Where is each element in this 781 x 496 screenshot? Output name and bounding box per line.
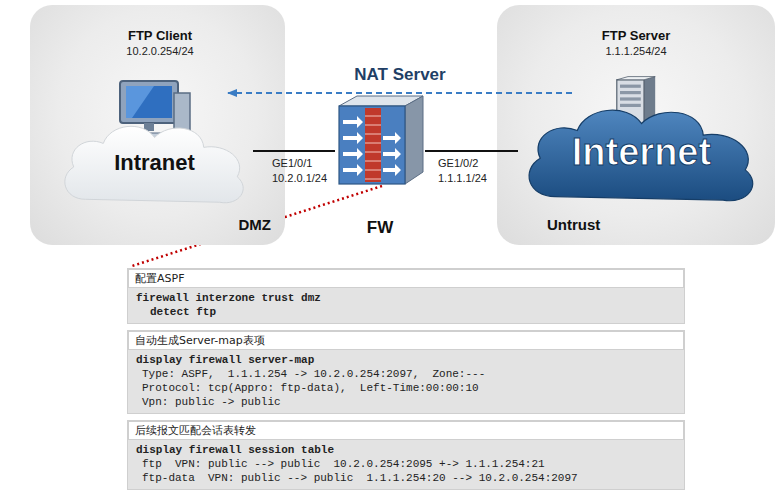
cloud-outline: [65, 126, 243, 203]
zone-name: Untrust: [547, 216, 600, 233]
drive-slot: [620, 104, 641, 107]
code-line: display firewall session table: [136, 443, 676, 457]
device-name: FW: [335, 218, 425, 238]
zone-region: DMZ FTP Client10.2.0.254/24Intranet: [30, 5, 285, 245]
firewall-device: FW: [335, 94, 425, 240]
interface-label: 1.1.1.1/24: [438, 172, 487, 184]
config-panel: 配置ASPFfirewall interzone trust dmzdetect…: [127, 268, 685, 324]
code-block: firewall interzone trust dmzdetect ftp: [128, 288, 684, 323]
code-line: firewall interzone trust dmz: [136, 291, 676, 305]
code-line: ftp VPN: public --> public 10.2.0.254:20…: [136, 457, 676, 471]
brick-joint: [365, 152, 381, 153]
drive-slot: [620, 97, 641, 100]
brick-joint: [365, 179, 381, 180]
device-name: FTP Server: [572, 28, 700, 44]
code-line: Type: ASPF, 1.1.1.254 -> 10.2.0.254:2097…: [136, 367, 676, 381]
code-line: Vpn: public -> public: [136, 395, 676, 409]
brick-joint: [365, 143, 381, 144]
brick-joint: [365, 116, 381, 117]
network-cloud: Intranet: [56, 116, 253, 214]
zone-name: DMZ: [239, 216, 272, 233]
ip-address: 1.1.1.254/24: [572, 44, 700, 58]
config-panel: 自动生成Server-map表项display firewall server-…: [127, 330, 685, 414]
section-heading: 后续报文匹配会话表转发: [128, 421, 684, 440]
section-heading: 自动生成Server-map表项: [128, 331, 684, 350]
brick-wall: [365, 108, 381, 182]
server-top: [617, 77, 655, 80]
code-block: display firewall server-mapType: ASPF, 1…: [128, 350, 684, 413]
screen-shine: [126, 86, 154, 118]
fw-side: [405, 96, 423, 184]
code-line: ftp-data VPN: public --> public 1.1.1.25…: [136, 471, 676, 485]
interface-label: GE1/0/2: [438, 157, 478, 169]
arrow-in: [343, 164, 363, 176]
interface-label: 10.2.0.1/24: [272, 172, 327, 184]
cloud-name: Internet: [572, 131, 711, 174]
arrow-out: [383, 148, 401, 160]
firewall-icon: [335, 94, 425, 186]
edge-label: NAT Server: [354, 65, 445, 85]
brick-joint: [365, 161, 381, 162]
arrow-in: [343, 132, 363, 144]
arrow-in: [343, 148, 363, 160]
code-line: detect ftp: [136, 305, 676, 319]
arrow-in: [343, 116, 363, 128]
monitor: [120, 81, 178, 123]
brick-joint: [365, 134, 381, 135]
config-panel: 后续报文匹配会话表转发display firewall session tabl…: [127, 420, 685, 490]
brick-joint: [365, 125, 381, 126]
arrow-out: [383, 164, 401, 176]
zone-region: Untrust FTP Server1.1.1.254/24Internet: [497, 5, 775, 245]
code-line: Protocol: tcp(Appro: ftp-data), Left-Tim…: [136, 381, 676, 395]
section-heading: 配置ASPF: [128, 269, 684, 288]
device-name: FTP Client: [92, 28, 228, 44]
drive-slot: [620, 91, 641, 94]
brick-joint: [365, 170, 381, 171]
network-cloud: Internet: [518, 98, 765, 214]
interface-label: GE1/0/1: [272, 157, 312, 169]
arrow-out: [383, 132, 401, 144]
cloud-name: Intranet: [114, 150, 195, 176]
drive-slot: [620, 85, 641, 88]
cloud-outline: [529, 110, 753, 201]
fw-front: [339, 106, 405, 184]
ip-address: 10.2.0.254/24: [92, 44, 228, 58]
code-line: display firewall server-map: [136, 353, 676, 367]
code-block: display firewall session tableftp VPN: p…: [128, 440, 684, 489]
screen: [126, 86, 172, 118]
